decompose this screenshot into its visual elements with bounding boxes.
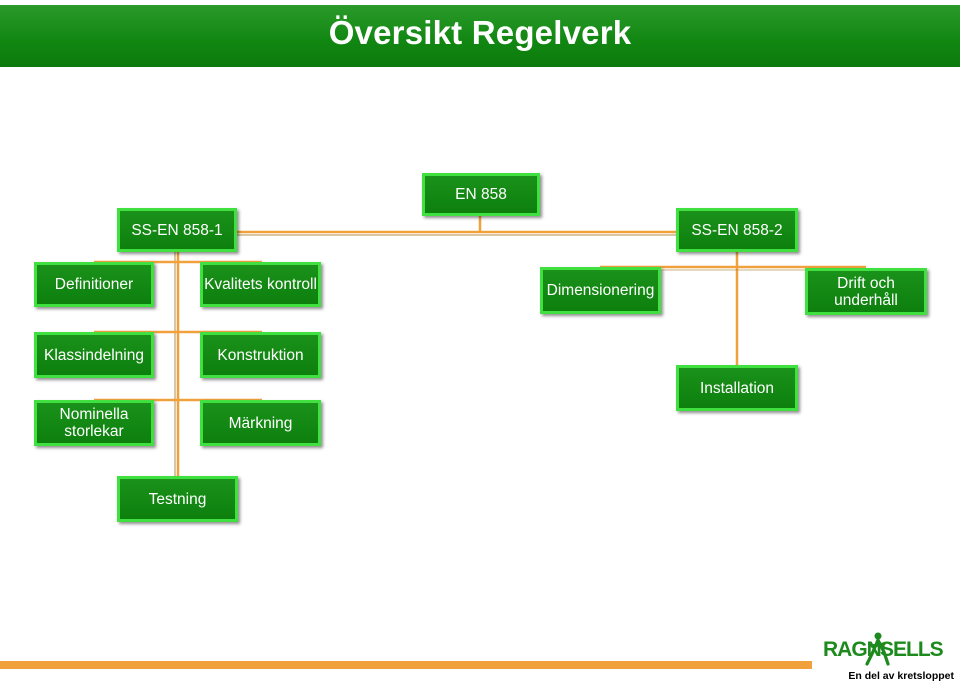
node-installation: Installation <box>676 365 798 411</box>
node-klassindelning: Klassindelning <box>34 332 154 378</box>
node-en-858: EN 858 <box>422 173 540 216</box>
node-nominella-storlekar: Nominella storlekar <box>34 400 154 446</box>
node-kvalitets-kontroll: Kvalitets kontroll <box>200 262 321 307</box>
logo-left-text: RAGN <box>823 638 882 661</box>
ragn-sells-figure-icon <box>865 632 890 666</box>
node-ss-en-858-1: SS-EN 858-1 <box>117 208 237 252</box>
node-markning: Märkning <box>200 400 321 446</box>
connector-root-level1 <box>237 216 676 234</box>
brand-tagline: En del av kretsloppet <box>848 670 954 682</box>
footer-bar <box>0 661 812 669</box>
node-definitioner: Definitioner <box>34 262 154 307</box>
logo-right-text: SELLS <box>880 638 944 661</box>
node-ss-en-858-2: SS-EN 858-2 <box>676 208 798 252</box>
node-konstruktion: Konstruktion <box>200 332 321 378</box>
page-title: Översikt Regelverk <box>328 14 632 51</box>
node-testning: Testning <box>117 476 238 522</box>
node-drift-och-underhall: Drift och underhåll <box>805 268 927 315</box>
node-dimensionering: Dimensionering <box>540 267 661 314</box>
header-banner: Översikt Regelverk <box>0 5 960 67</box>
